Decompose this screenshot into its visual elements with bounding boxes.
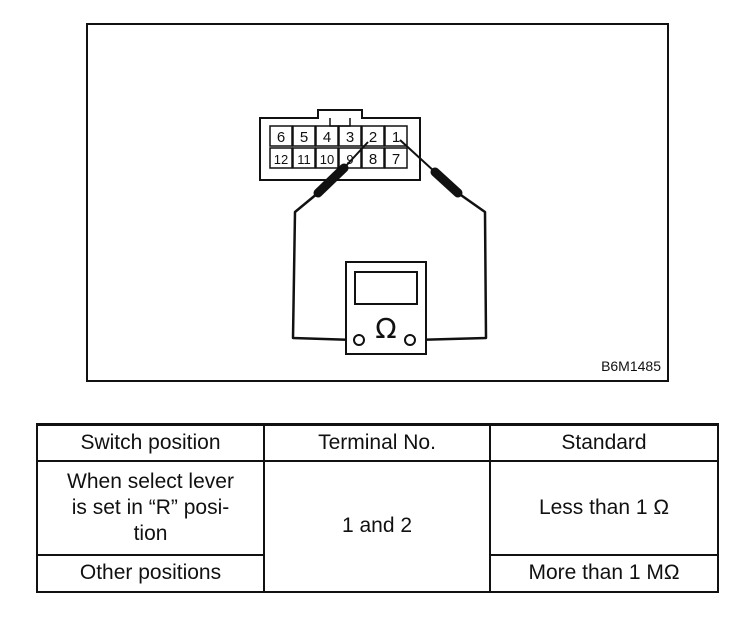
pin-label: 11 [297,152,311,167]
switch-line: is set in “R” posi- [71,495,230,519]
pin-label: 4 [323,129,331,146]
pin-label: 10 [320,152,334,167]
table-row: When select lever is set in “R” posi- ti… [36,460,719,593]
switch-line: When select lever [67,469,234,493]
connector-housing [259,109,421,181]
resistance-spec-table: Switch position Terminal No. Standard Wh… [36,423,719,593]
right-lead-wire [413,191,488,342]
header-standard: Standard [489,423,719,462]
left-probe-tip [343,141,369,169]
switch-line: tion [133,522,168,546]
table-row: Other positions More than 1 MΩ [36,554,719,593]
pin-label: 8 [369,151,377,168]
pin-label: 6 [277,129,285,146]
figure-code: B6M1485 [601,358,661,374]
ohm-symbol: Ω [375,312,396,345]
pin-label: 12 [274,152,288,167]
meter-terminal-right [404,334,416,346]
ohmmeter: Ω [345,261,427,355]
switch-position-r: When select lever is set in “R” posi- ti… [36,460,265,556]
meter-display [354,271,418,305]
pin-label: 9 [346,152,353,167]
standard-r: Less than 1 Ω [489,460,719,556]
pin-label: 3 [346,129,354,146]
header-switch-position: Switch position [36,423,265,462]
test-leads [291,191,488,342]
standard-other: More than 1 MΩ [489,554,719,593]
table-header-row: Switch position Terminal No. Standard [36,423,719,462]
header-terminal-no: Terminal No. [263,423,491,462]
pin-label: 7 [392,151,400,168]
connector-pins: 6 5 4 3 2 1 12 11 10 9 8 7 [269,125,408,169]
right-probe-tip [399,139,436,173]
left-lead-wire [291,192,356,342]
left-probe-body [313,163,349,198]
pin-label: 2 [369,129,377,146]
probes [313,139,463,198]
right-probe-body [430,167,463,198]
pin-label: 5 [300,129,308,146]
terminal-no-value: 1 and 2 [263,460,491,593]
meter-terminal-left [353,334,365,346]
switch-position-other: Other positions [36,554,265,593]
pin-label: 1 [392,129,400,146]
